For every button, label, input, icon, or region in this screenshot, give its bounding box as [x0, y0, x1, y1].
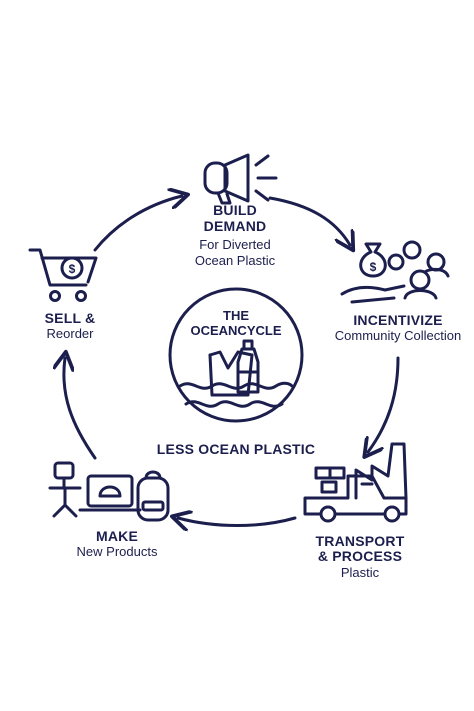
shopping-cart-icon: $ — [28, 248, 98, 302]
build-demand-title-line2: DEMAND — [203, 218, 267, 234]
build-demand-sub-line2: Ocean Plastic — [194, 253, 276, 268]
sell-sub: Reorder — [46, 326, 94, 341]
incentivize-title: INCENTIVIZE — [353, 312, 443, 328]
build-demand-sub-line1: For Diverted — [199, 237, 271, 252]
center-title-line1: THE — [223, 308, 249, 323]
cycle-arrow-incentivize-to-transport — [368, 356, 400, 452]
center-tagline: LESS OCEAN PLASTIC — [156, 441, 316, 457]
megaphone-icon — [203, 153, 278, 205]
plastic-bag-icon — [208, 350, 254, 397]
build-demand-title-line1: BUILD — [213, 202, 257, 218]
cycle-arrow-make-to-sell — [64, 358, 97, 460]
truck-factory-icon — [303, 442, 408, 523]
community-money-icon: $ — [340, 240, 450, 304]
sell-title: SELL & — [44, 310, 96, 326]
center-emblem — [168, 287, 304, 423]
transport-sub: Plastic — [340, 565, 380, 580]
cycle-arrow-sell-to-build — [93, 196, 182, 252]
waves-icon — [178, 381, 294, 408]
svg-text:$: $ — [370, 260, 377, 274]
products-icon — [48, 461, 170, 522]
plastic-bottle-icon — [236, 339, 260, 394]
svg-text:$: $ — [69, 262, 76, 276]
transport-title-line2: & PROCESS — [317, 548, 403, 564]
incentivize-sub: Community Collection — [334, 328, 462, 343]
center-title-line2: OCEANCYCLE — [190, 323, 282, 338]
make-title: MAKE — [95, 528, 139, 544]
cycle-arrow-build-to-incentivize — [268, 196, 350, 245]
cycle-arrow-transport-to-make — [178, 518, 297, 526]
transport-title-line1: TRANSPORT — [315, 533, 405, 549]
make-sub: New Products — [76, 544, 158, 559]
